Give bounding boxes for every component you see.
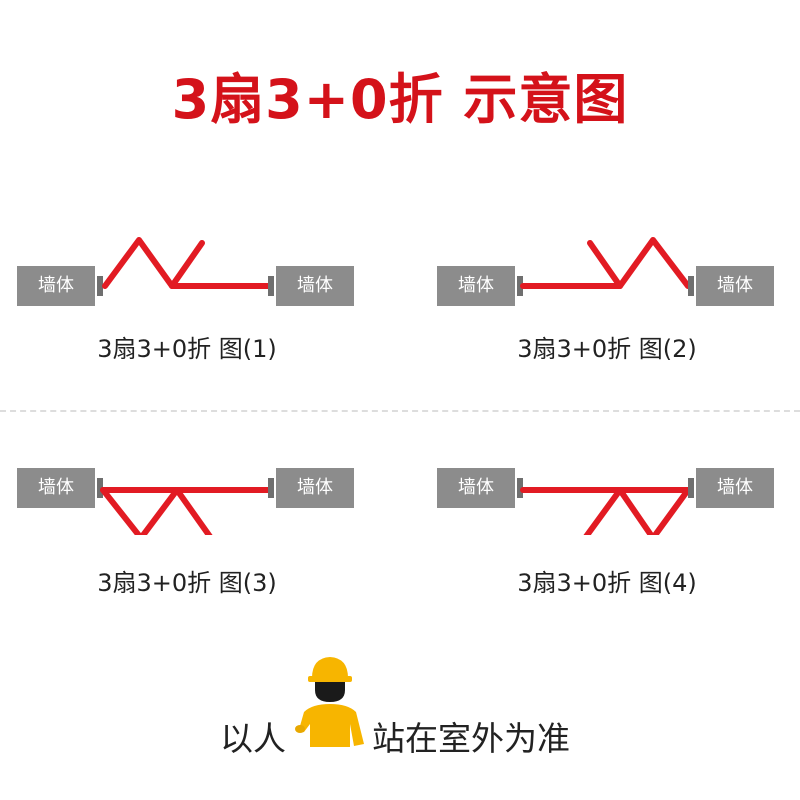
- diagram-caption: 3扇3+0折 图(1): [97, 335, 277, 363]
- hinge-right: [688, 478, 694, 498]
- wall-left: 墙体: [17, 266, 95, 306]
- diagram-caption: 3扇3+0折 图(3): [97, 569, 277, 597]
- diagram-2: 墙体 墙体 3扇3+0折 图(2): [437, 203, 777, 363]
- hinge-right: [268, 276, 274, 296]
- wall-right: 墙体: [276, 468, 354, 508]
- section-divider: [0, 410, 800, 412]
- door-panels: [520, 237, 691, 289]
- hinge-right: [688, 276, 694, 296]
- door-panels: [100, 487, 271, 535]
- diagram-caption: 3扇3+0折 图(4): [517, 569, 697, 597]
- wall-left: 墙体: [437, 266, 515, 306]
- page-title: 3扇3+0折 示意图: [171, 68, 629, 131]
- diagram-caption: 3扇3+0折 图(2): [517, 335, 697, 363]
- hinge-left: [517, 478, 523, 498]
- door-leaf-folded: [102, 237, 205, 289]
- door-leaf-folded: [100, 487, 213, 535]
- hinge-right: [268, 478, 274, 498]
- diagram-3: 墙体 墙体 3扇3+0折 图(3): [17, 405, 357, 597]
- wall-right: 墙体: [696, 468, 774, 508]
- wall-left: 墙体: [437, 468, 515, 508]
- footer-text-left: 以人: [220, 719, 286, 758]
- wall-left: 墙体: [17, 468, 95, 508]
- door-panels: [520, 487, 691, 535]
- wall-right: 墙体: [696, 266, 774, 306]
- worker-icon: [295, 657, 364, 747]
- footer-text-right: 站在室外为准: [372, 719, 570, 758]
- door-leaf-folded: [583, 487, 691, 535]
- wall-right: 墙体: [276, 266, 354, 306]
- diagram-1: 墙体 墙体 3扇3+0折 图(1): [17, 203, 357, 363]
- hinge-left: [97, 478, 103, 498]
- door-leaf-folded: [587, 237, 691, 289]
- hinge-left: [97, 276, 103, 296]
- door-panels: [102, 237, 271, 289]
- diagram-4: 墙体 墙体 3扇3+0折 图(4): [437, 405, 777, 597]
